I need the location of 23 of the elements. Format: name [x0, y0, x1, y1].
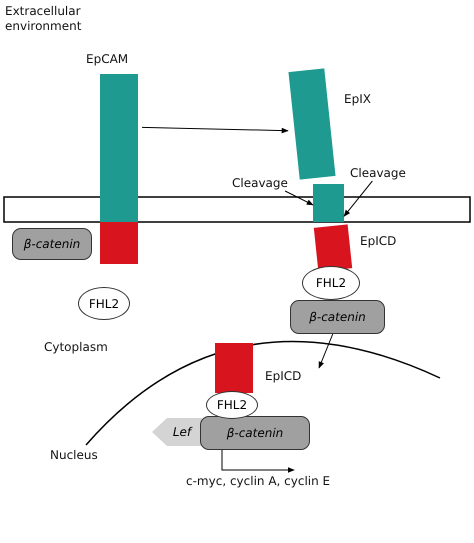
- region-label: Cytoplasm: [44, 340, 108, 355]
- protein-ellipse: FHL2: [78, 287, 130, 320]
- protein-pill: β-catenin: [200, 416, 310, 450]
- protein-ellipse: FHL2: [206, 391, 258, 419]
- region-label: Nucleus: [50, 448, 98, 463]
- protein-bar: [313, 184, 344, 222]
- text-label: Cleavage: [232, 176, 288, 191]
- protein-label: EpIX: [344, 92, 371, 107]
- protein-label: EpCAM: [86, 52, 128, 67]
- protein-label: EpICD: [360, 234, 396, 249]
- protein-pill: β-catenin: [290, 300, 385, 334]
- arrow: [222, 450, 295, 473]
- protein-ellipse: FHL2: [302, 266, 360, 300]
- text-label: c-myc, cyclin A, cyclin E: [186, 474, 330, 489]
- leader-line: [344, 180, 373, 217]
- protein-bar: [100, 222, 138, 264]
- region-label: Extracellular environment: [5, 4, 82, 34]
- text-label: Cleavage: [350, 166, 406, 181]
- arrow: [142, 126, 289, 134]
- protein-label: EpICD: [265, 369, 302, 384]
- protein-pill: β-catenin: [12, 228, 92, 260]
- leader-line: [284, 190, 314, 206]
- arrow: [318, 334, 334, 369]
